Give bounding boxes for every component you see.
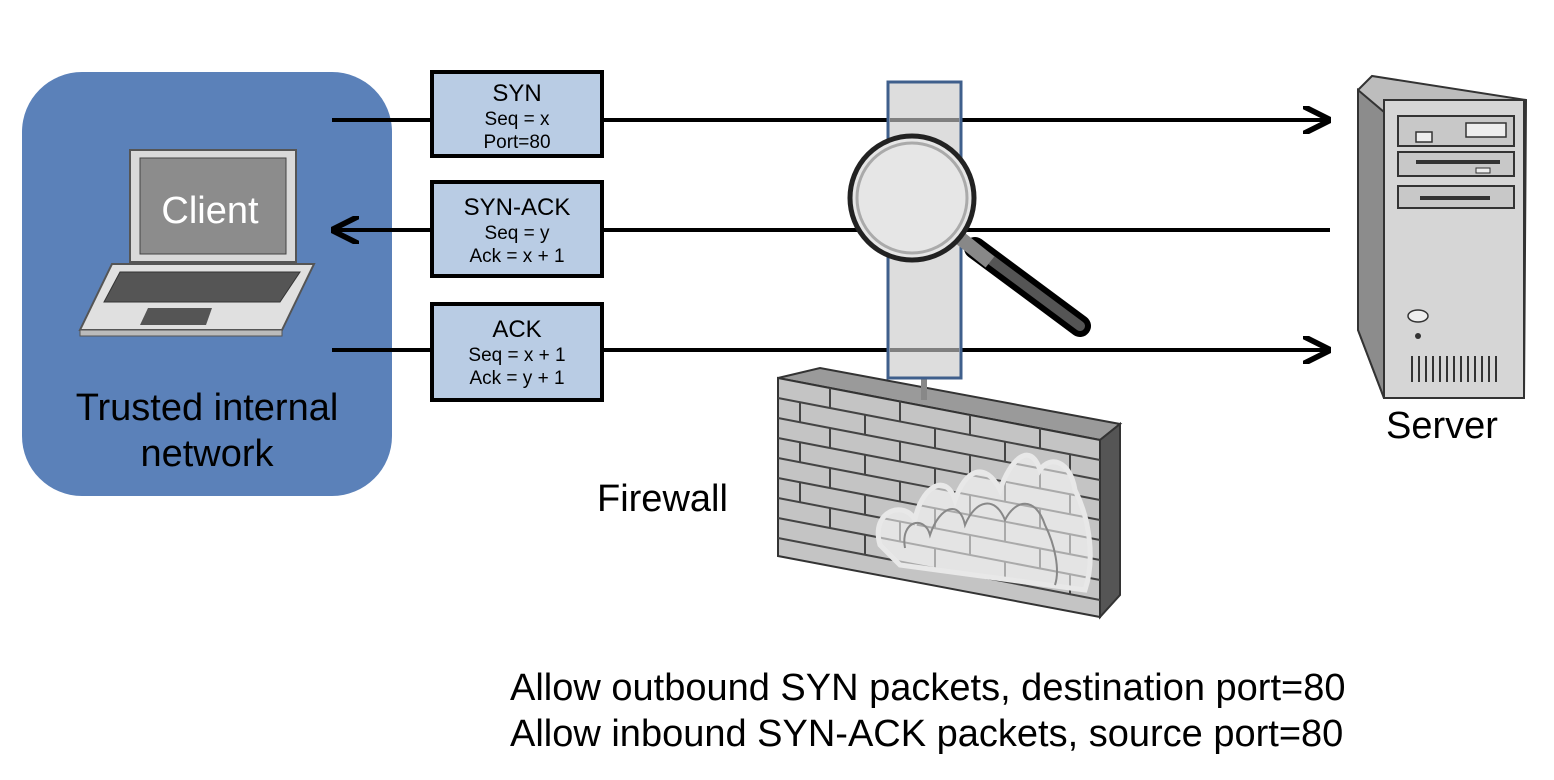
packet-syn: SYN Seq = x Port=80: [430, 70, 604, 158]
server-label: Server: [1386, 405, 1498, 447]
laptop-icon: [78, 149, 316, 337]
firewall-rules: Allow outbound SYN packets, destination …: [510, 665, 1345, 757]
packet-title: ACK: [492, 316, 542, 343]
client-label: Client: [161, 190, 259, 232]
firewall-label: Firewall: [597, 478, 728, 520]
packet-ack: Ack = y + 1: [469, 368, 565, 389]
trusted-network-label-line2: network: [140, 433, 274, 475]
server-icon: [1357, 74, 1528, 399]
packet-port: Port=80: [483, 132, 551, 153]
magnifying-glass-icon: [847, 133, 1091, 337]
packet-seq: Seq = y: [484, 223, 550, 244]
rule-inbound: Allow inbound SYN-ACK packets, source po…: [510, 713, 1344, 755]
packet-title: SYN: [492, 80, 542, 107]
firewall-wall-icon: [777, 366, 1123, 620]
packet-seq: Seq = x: [484, 109, 550, 130]
rule-outbound: Allow outbound SYN packets, destination …: [510, 667, 1346, 709]
trusted-network-label-line1: Trusted internal: [75, 387, 339, 429]
packet-ack: ACK Seq = x + 1 Ack = y + 1: [430, 302, 604, 402]
packet-title: SYN-ACK: [463, 194, 571, 221]
packet-syn-ack: SYN-ACK Seq = y Ack = x + 1: [430, 180, 604, 278]
trusted-network-label: Trusted internal network: [22, 385, 392, 477]
packet-ack: Ack = x + 1: [469, 246, 565, 267]
packet-seq: Seq = x + 1: [468, 345, 566, 366]
